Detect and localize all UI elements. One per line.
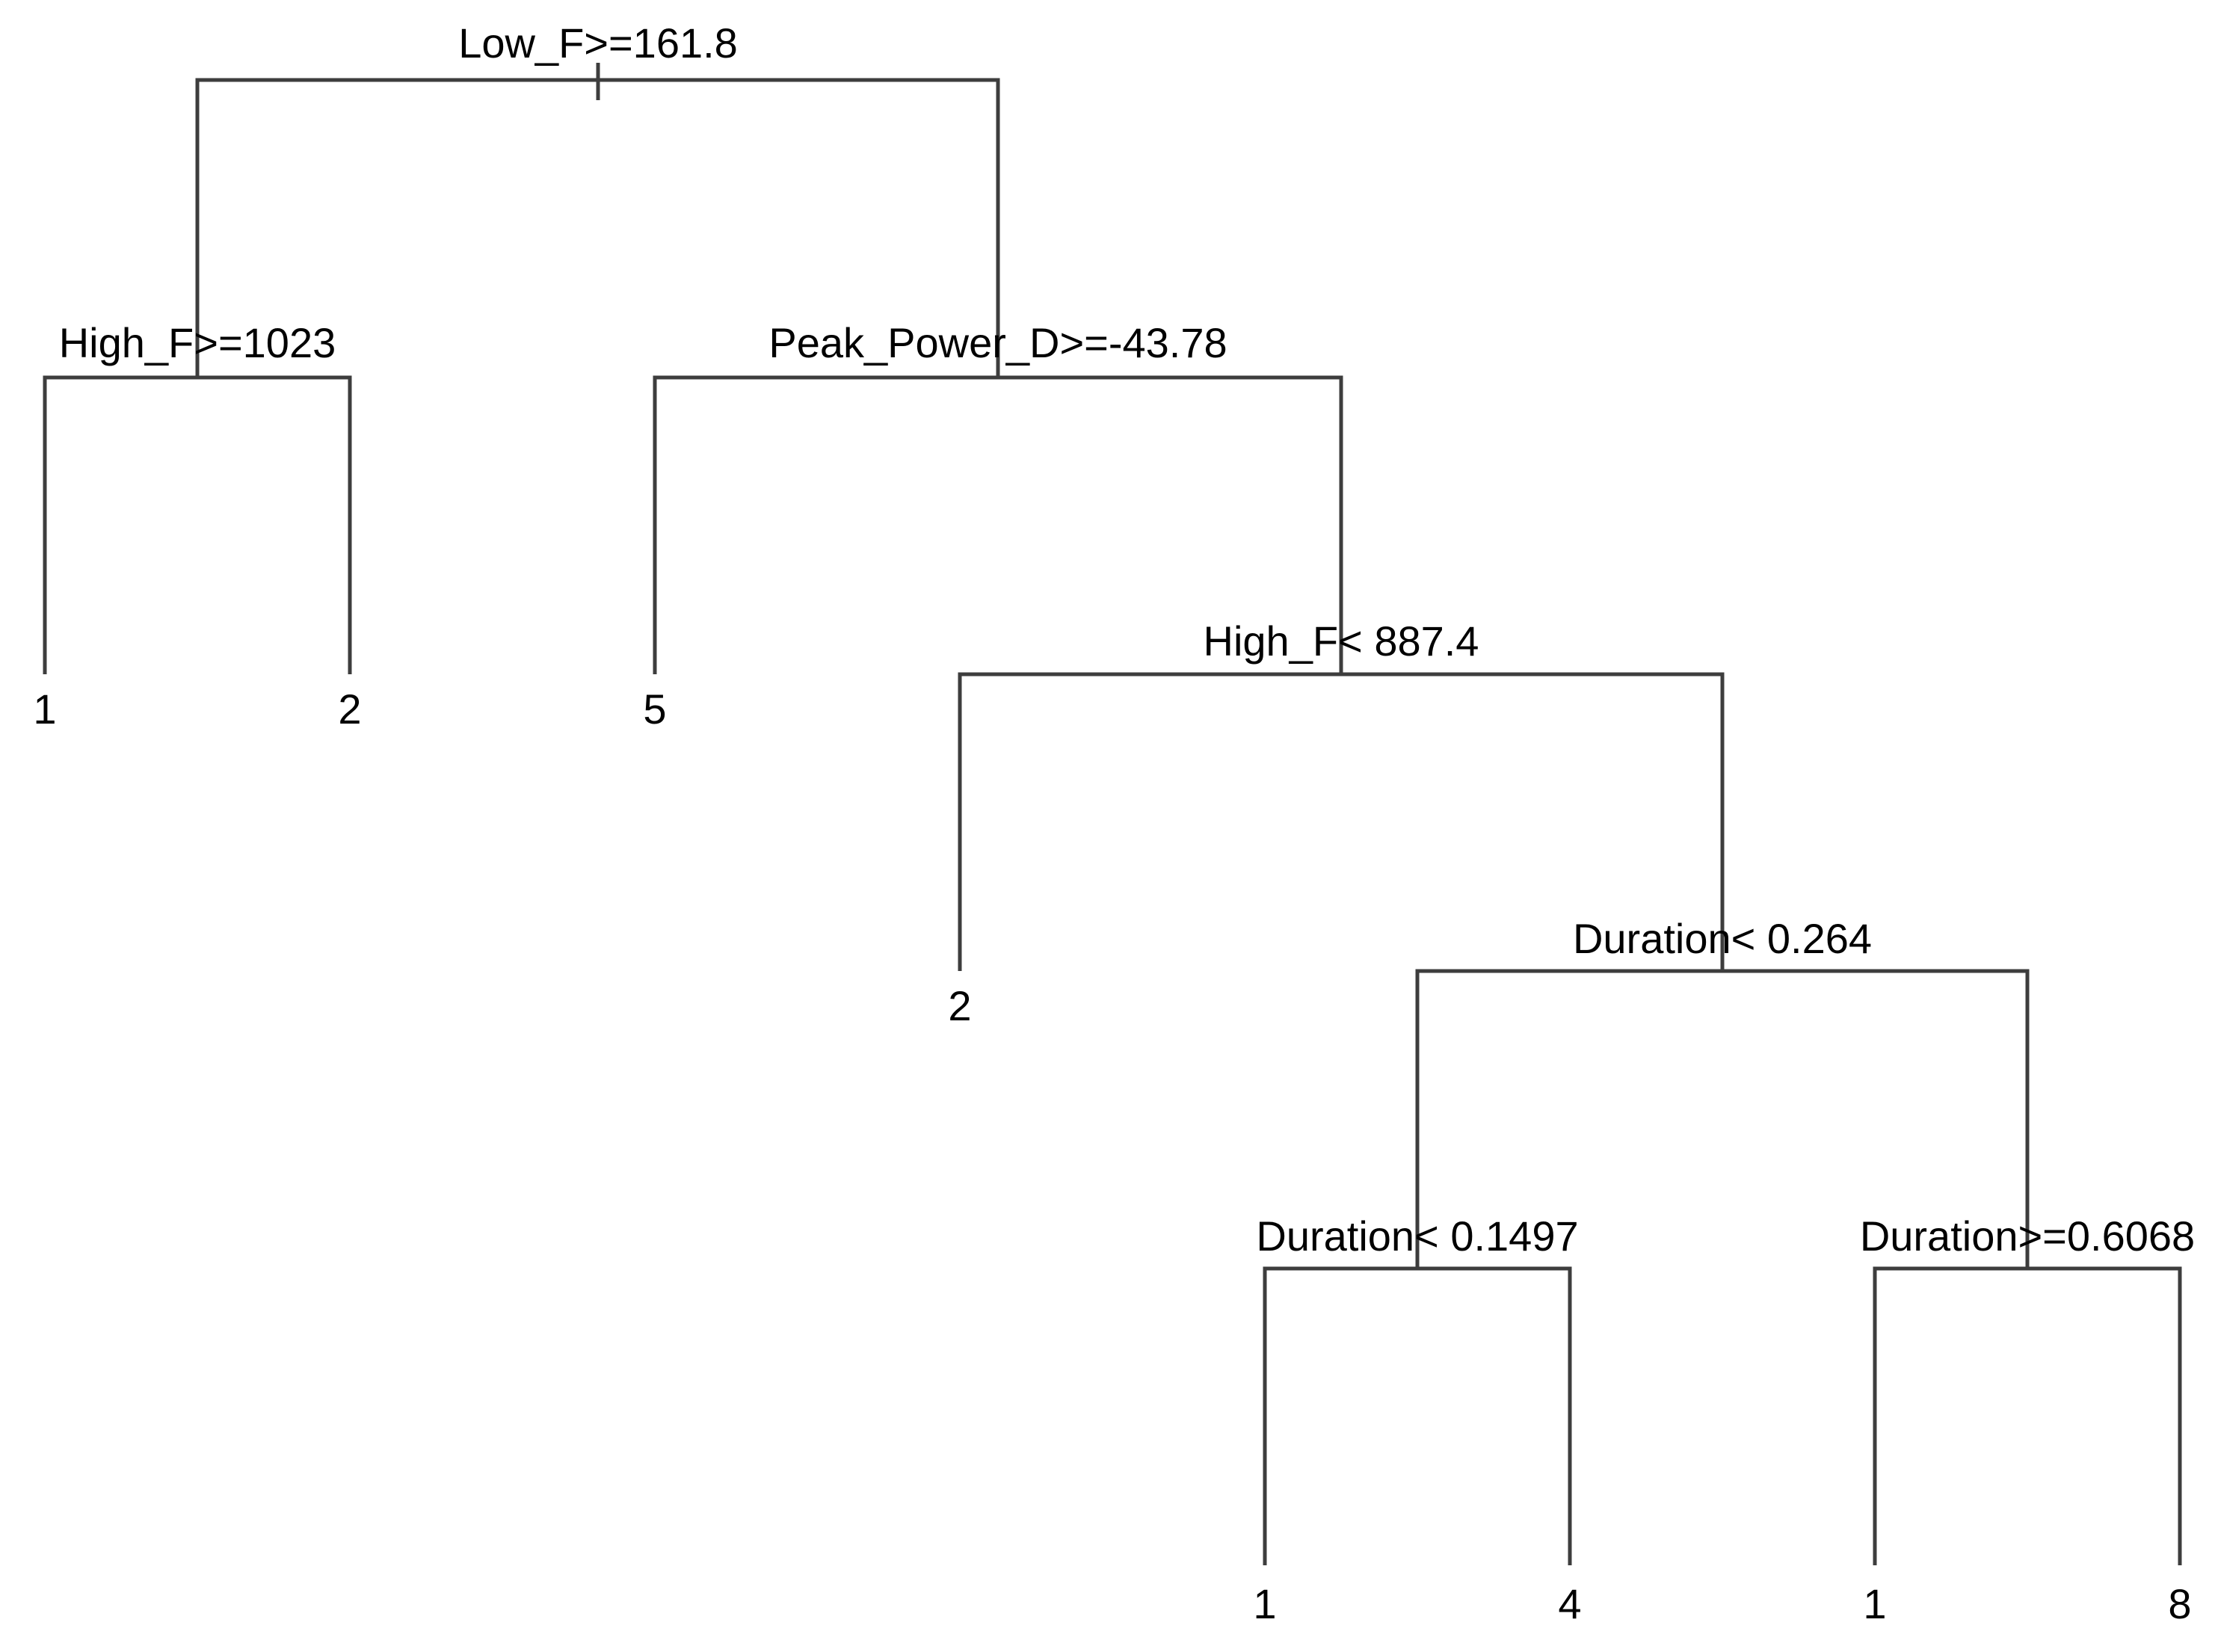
split-label-high-f-1023: High_F>=1023 xyxy=(59,319,336,366)
branch-duration-1497 xyxy=(1263,1266,1572,1565)
branch-high-f-887 xyxy=(958,672,1725,971)
leaf-label-0: 1 xyxy=(33,685,56,733)
split-label-duration-264: Duration< 0.264 xyxy=(1573,915,1872,962)
leaf-label-4: 1 xyxy=(1253,1580,1276,1627)
branch-duration-6068 xyxy=(1873,1266,2182,1565)
split-label-high-f-887: High_F< 887.4 xyxy=(1204,617,1479,665)
branch-duration-264 xyxy=(1415,969,2030,1269)
leaf-label-3: 2 xyxy=(948,982,971,1029)
branch-peak-power-d xyxy=(653,375,1343,674)
leaf-label-7: 8 xyxy=(2168,1580,2191,1627)
split-label-root: Low_F>=161.8 xyxy=(458,19,738,67)
leaf-label-2: 5 xyxy=(643,685,666,733)
leaf-label-6: 1 xyxy=(1863,1580,1886,1627)
split-label-peak-power-d: Peak_Power_D>=-43.78 xyxy=(768,319,1227,366)
split-labels: Low_F>=161.8 High_F>=1023 Peak_Power_D>=… xyxy=(59,19,2195,1260)
branch-high-f-1023 xyxy=(43,375,352,674)
leaf-label-5: 4 xyxy=(1558,1580,1581,1627)
leaf-labels: 1 2 5 2 1 4 1 8 xyxy=(33,685,2191,1627)
split-label-duration-1497: Duration< 0.1497 xyxy=(1256,1212,1578,1260)
branch-lines xyxy=(43,63,2182,1565)
split-label-duration-6068: Duration>=0.6068 xyxy=(1860,1212,2195,1260)
leaf-label-1: 2 xyxy=(338,685,361,733)
